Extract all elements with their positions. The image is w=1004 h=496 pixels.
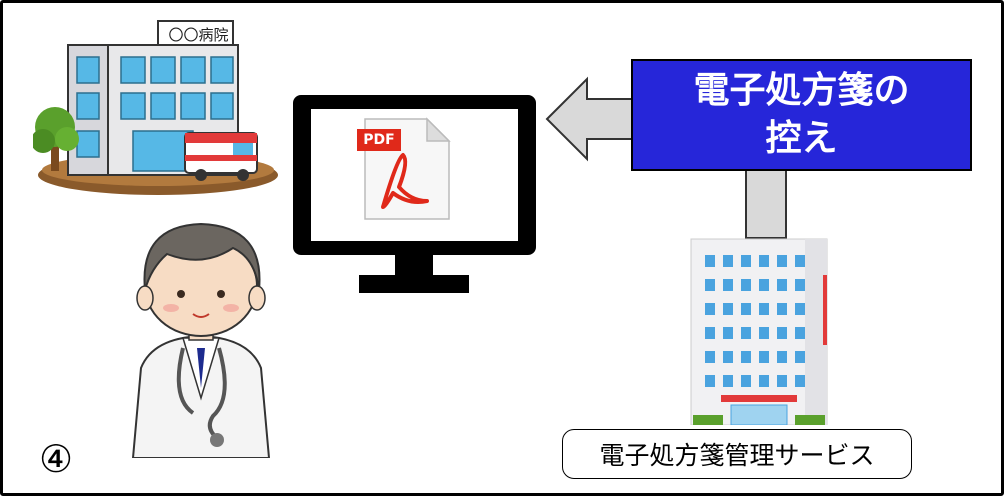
office-building-illustration	[690, 238, 828, 425]
arrow-left-icon	[545, 76, 635, 162]
doctor-illustration	[131, 222, 271, 458]
hospital-building-illustration	[33, 20, 278, 195]
pdf-icon-label: PDF	[363, 132, 395, 148]
title-line-1: 電子処方箋の	[693, 70, 910, 111]
step-number: ④	[39, 437, 74, 481]
title-box: 電子処方箋の 控え	[631, 59, 972, 171]
monitor-icon	[293, 95, 536, 293]
connector-bar	[745, 169, 787, 239]
hospital-sign-text: 〇〇病院	[168, 25, 229, 44]
service-label: 電子処方箋管理サービス	[562, 429, 912, 479]
title-line-2: 控え	[765, 118, 838, 159]
